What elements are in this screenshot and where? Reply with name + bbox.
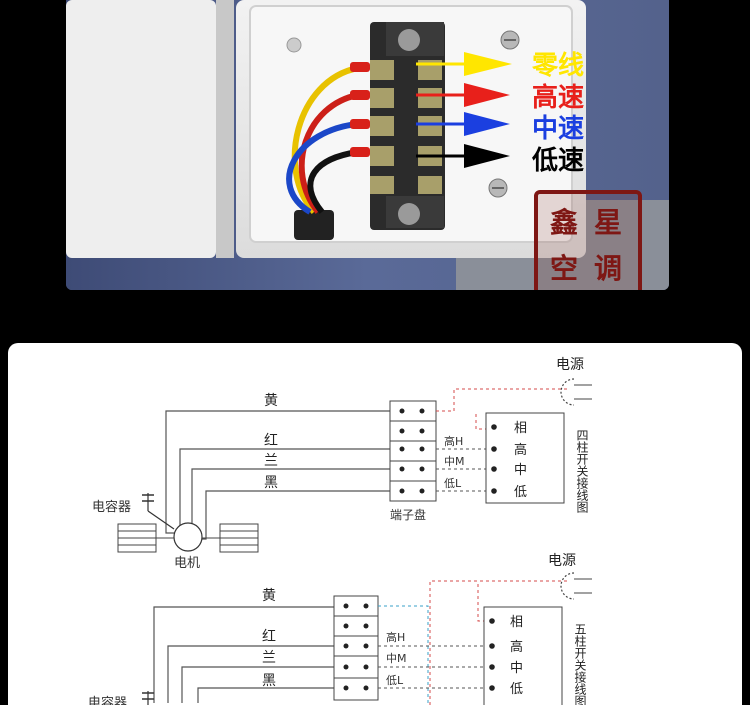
switch2-dot-medium <box>489 664 495 670</box>
wire-label-black: 黑 <box>264 475 278 491</box>
switch2-dot-phase <box>489 618 495 624</box>
wire2-label-black: 黑 <box>262 673 276 689</box>
switch-phase-label: 相 <box>514 421 527 436</box>
switch-dot-low <box>491 488 497 494</box>
wire2-yellow-line <box>153 606 334 703</box>
arrow-high <box>416 83 510 107</box>
switch2-dot-low <box>489 685 495 691</box>
switch2-medium-label: 中 <box>510 661 523 676</box>
terminal-block-1 <box>389 400 437 502</box>
dashed-power-line <box>436 388 568 412</box>
arrow-medium <box>416 112 510 136</box>
screw-slot-left <box>286 37 302 53</box>
diagram-four-terminal: 黄 红 兰 黑 电容器 <box>92 357 592 571</box>
switch-high-label: 高 <box>514 442 527 458</box>
dashed2-power-line <box>429 580 568 705</box>
red-wire <box>298 92 359 214</box>
switch-box-1 <box>485 412 565 504</box>
svg-text:鑫: 鑫 <box>550 206 578 239</box>
power-label-2: 电源 <box>548 553 576 569</box>
wire2-black-line <box>197 687 334 703</box>
wire-yellow-line <box>165 410 390 534</box>
power-label-1: 电源 <box>556 357 584 373</box>
lid-hinge <box>216 0 234 258</box>
junction-box-photo: 零线 高速 中速 低速 鑫 星 空 调 <box>66 0 669 290</box>
power-plug-icon-2 <box>560 572 592 600</box>
wiring-diagram-svg: 黄 红 兰 黑 电容器 <box>88 357 592 705</box>
label-neutral: 零线 <box>532 51 584 81</box>
svg-text:星: 星 <box>594 206 622 239</box>
switch-low-label: 低 <box>514 485 527 500</box>
switch2-phase-label: 相 <box>510 615 523 630</box>
wire2-label-red: 红 <box>262 629 276 645</box>
switch-medium-label: 中 <box>514 463 527 478</box>
cable-grommet <box>294 210 334 240</box>
box-lid <box>66 0 216 258</box>
arrow-neutral <box>416 52 512 76</box>
power-plug-icon-1 <box>560 378 592 406</box>
tap-high-label: 高H <box>444 434 463 448</box>
crimp-end-1 <box>350 62 370 72</box>
svg-text:空: 空 <box>550 252 578 285</box>
crimp-end-2 <box>350 90 370 100</box>
switch-dot-high <box>491 446 497 452</box>
wire2-blue-line <box>181 666 334 703</box>
photo-svg: 零线 高速 中速 低速 鑫 星 空 调 <box>66 0 669 290</box>
label-high-speed: 高速 <box>532 82 584 113</box>
capacitor-symbol <box>142 493 175 530</box>
wire2-label-yellow: 黄 <box>262 587 276 604</box>
crimp-end-3 <box>350 119 370 129</box>
capacitor2-label: 电容器 <box>88 695 127 705</box>
capacitor-label: 电容器 <box>92 499 131 515</box>
company-seal-stamp: 鑫 星 空 调 <box>534 190 642 290</box>
wire-label-yellow: 黄 <box>264 392 278 409</box>
tap2-low-label: 低L <box>386 674 404 687</box>
wire-red-line <box>179 448 390 537</box>
wire-label-blue: 兰 <box>264 453 278 469</box>
switch2-high-label: 高 <box>510 639 523 655</box>
tap-low-label: 低L <box>444 477 462 490</box>
motor-symbol <box>117 522 259 553</box>
terminal-block-2 <box>333 595 379 701</box>
tap2-medium-label: 中M <box>386 652 407 665</box>
wire-label-red: 红 <box>264 433 278 449</box>
diagram-five-terminal: 黄 红 兰 黑 电容器 <box>88 553 592 705</box>
terminal-block-label: 端子盘 <box>390 507 426 522</box>
terminal-mount-screw-bottom <box>398 203 420 225</box>
svg-text:调: 调 <box>594 252 622 285</box>
wiring-diagram-panel: 黄 红 兰 黑 电容器 <box>8 343 742 705</box>
crimp-end-4 <box>350 147 370 157</box>
switch-dot-medium <box>491 466 497 472</box>
capacitor2-symbol <box>142 691 154 705</box>
terminal-mount-screw-top <box>398 29 420 51</box>
terminal-screws <box>370 60 442 194</box>
switch-diagram-title-1: 四柱开关接线图 <box>575 429 589 513</box>
switch-diagram-title-2: 五柱开关接线图 <box>573 623 587 705</box>
tap2-high-label: 高H <box>386 630 405 644</box>
label-medium-speed: 中速 <box>532 114 584 144</box>
tap-medium-label: 中M <box>444 455 465 468</box>
wire2-red-line <box>167 645 334 703</box>
dashed2-neutral-line <box>378 605 429 705</box>
black-wire <box>307 149 359 214</box>
arrow-low <box>416 144 510 168</box>
label-low-speed: 低速 <box>531 146 584 176</box>
wire2-label-blue: 兰 <box>262 650 276 666</box>
switch-box-2 <box>483 606 563 705</box>
switch2-dot-high <box>489 643 495 649</box>
switch2-low-label: 低 <box>510 682 523 697</box>
motor-label: 电机 <box>174 556 200 571</box>
blue-wire <box>286 121 359 215</box>
yellow-wire <box>291 65 359 215</box>
switch-dot-phase <box>491 424 497 430</box>
dashed2-phase-line <box>477 583 492 622</box>
